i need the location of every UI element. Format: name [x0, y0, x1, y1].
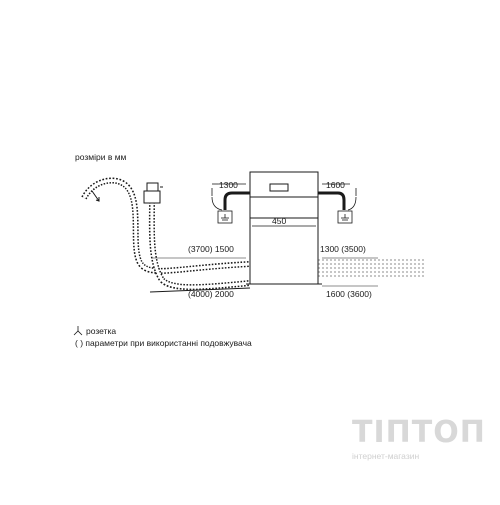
dim-power-left: (4000) 2000: [188, 289, 234, 299]
dim-hose-left: (3700) 1500: [188, 244, 234, 254]
legend-socket: розетка: [86, 326, 116, 336]
socket-icon: [337, 210, 353, 224]
arrow-icon: [91, 190, 100, 202]
right-extension-lines: [318, 259, 425, 277]
dishwasher-outline: [246, 171, 322, 285]
dim-top-left: 1300: [219, 180, 238, 190]
left-socket-run: [211, 183, 250, 211]
dim-power-right: 1600 (3600): [326, 289, 372, 299]
dim-width: 450: [272, 216, 286, 226]
right-socket-run: [318, 183, 357, 211]
watermark-subtitle: інтернет-магазин: [352, 451, 419, 461]
watermark-brand: ТІПТОП: [352, 415, 486, 450]
units-note: розміри в мм: [75, 152, 127, 162]
power-cord: [149, 287, 251, 293]
water-tap-icon: [143, 182, 163, 204]
socket-icon: [217, 210, 233, 224]
drain-hose: [81, 177, 251, 274]
dim-hose-right: 1300 (3500): [320, 244, 366, 254]
legend-socket-icon: [73, 326, 83, 336]
supply-hose: [148, 201, 251, 291]
legend-extension: ( ) параметри при використанні подовжува…: [75, 338, 252, 348]
dim-top-right: 1600: [326, 180, 345, 190]
